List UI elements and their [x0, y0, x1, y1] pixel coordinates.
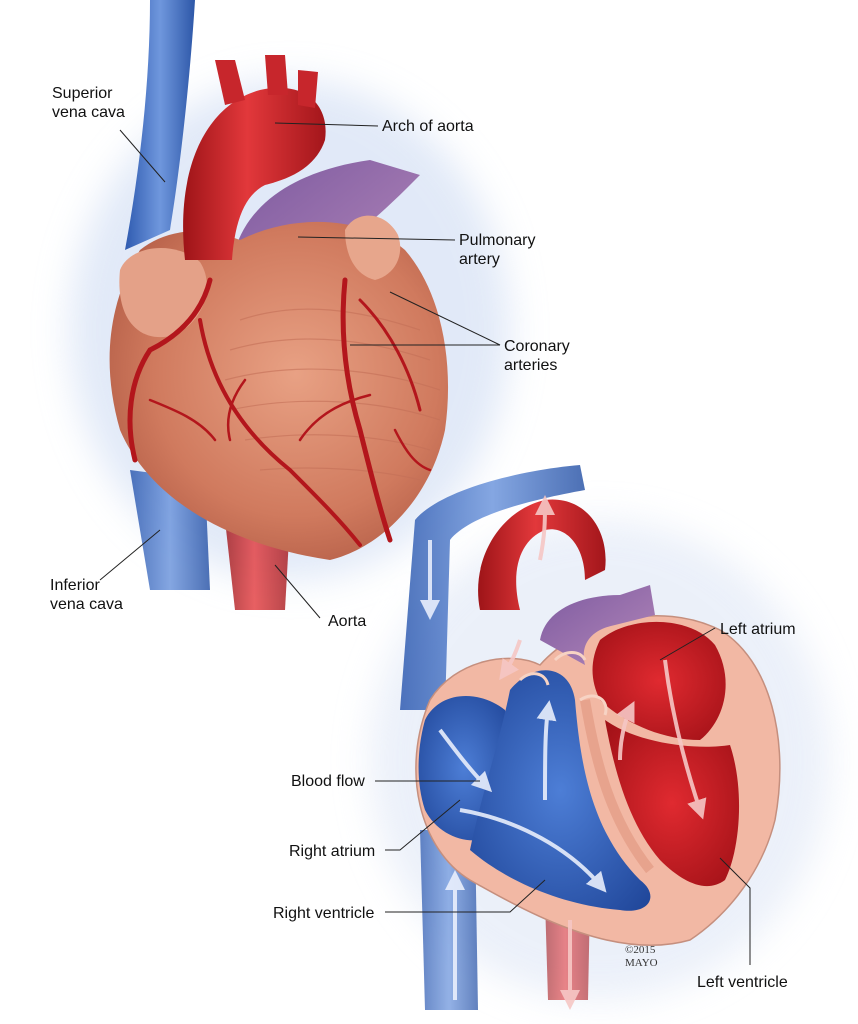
- cross-section-heart: [400, 465, 781, 1010]
- leader-left-atrium: [659, 627, 716, 661]
- label-superior-vena-cava: Superior vena cava: [52, 84, 125, 122]
- section-vena-cava: [400, 465, 585, 710]
- label-right-atrium: Right atrium: [289, 843, 376, 860]
- leader-coronary-upper: [389, 291, 501, 346]
- section-right-ventricle: [470, 670, 651, 911]
- copyright-year: ©2015: [625, 944, 656, 956]
- label-blood-flow: Blood flow: [291, 773, 365, 790]
- leader-right-atrium: [385, 799, 461, 851]
- section-pulmonary-trunk: [540, 585, 655, 665]
- label-coronary-arteries: Coronary arteries: [504, 337, 570, 375]
- aortic-arch-vessel: [183, 87, 326, 260]
- leader-pulmonary-artery: [297, 236, 456, 241]
- leader-inferior-vena-cava: [99, 529, 161, 581]
- leader-lines: [99, 122, 751, 965]
- blood-flow-arrows-deoxygenated: [420, 540, 607, 1000]
- label-arch-of-aorta: Arch of aorta: [382, 118, 474, 135]
- leader-left-ventricle: [719, 857, 751, 965]
- label-superior-vena-cava-line2: vena cava: [52, 104, 125, 121]
- label-aorta: Aorta: [328, 613, 367, 630]
- label-pulmonary-artery-line1: Pulmonary: [459, 232, 536, 249]
- leader-right-ventricle: [385, 879, 546, 913]
- label-inferior-vena-cava-line2: vena cava: [50, 596, 123, 613]
- label-inferior-vena-cava-line1: Inferior: [50, 577, 100, 594]
- label-coronary-arteries-line2: arteries: [504, 357, 558, 374]
- superior-vena-cava-vessel: [125, 0, 195, 250]
- blood-flow-arrows-oxygenated: [499, 495, 707, 1010]
- label-left-ventricle: Left ventricle: [697, 974, 788, 991]
- label-pulmonary-artery-line2: artery: [459, 251, 500, 268]
- label-superior-vena-cava-line1: Superior: [52, 85, 113, 102]
- label-inferior-vena-cava: Inferior vena cava: [50, 576, 123, 614]
- leader-superior-vena-cava: [119, 129, 166, 183]
- label-pulmonary-artery: Pulmonary artery: [459, 231, 535, 269]
- label-coronary-arteries-line1: Coronary: [504, 338, 570, 355]
- copyright-credit: ©2015 MAYO: [625, 944, 658, 970]
- copyright-owner: MAYO: [625, 957, 658, 969]
- right-atrium-lobe: [119, 248, 207, 338]
- exterior-heart: [109, 0, 449, 610]
- section-left-ventricle: [605, 720, 740, 887]
- section-aorta: [478, 499, 606, 610]
- leader-aorta: [274, 564, 321, 619]
- coronary-artery-vessels: [127, 277, 432, 547]
- left-auricle: [345, 215, 401, 280]
- label-left-atrium: Left atrium: [720, 621, 796, 638]
- label-right-ventricle: Right ventricle: [273, 905, 375, 922]
- leader-arch-of-aorta: [274, 122, 379, 127]
